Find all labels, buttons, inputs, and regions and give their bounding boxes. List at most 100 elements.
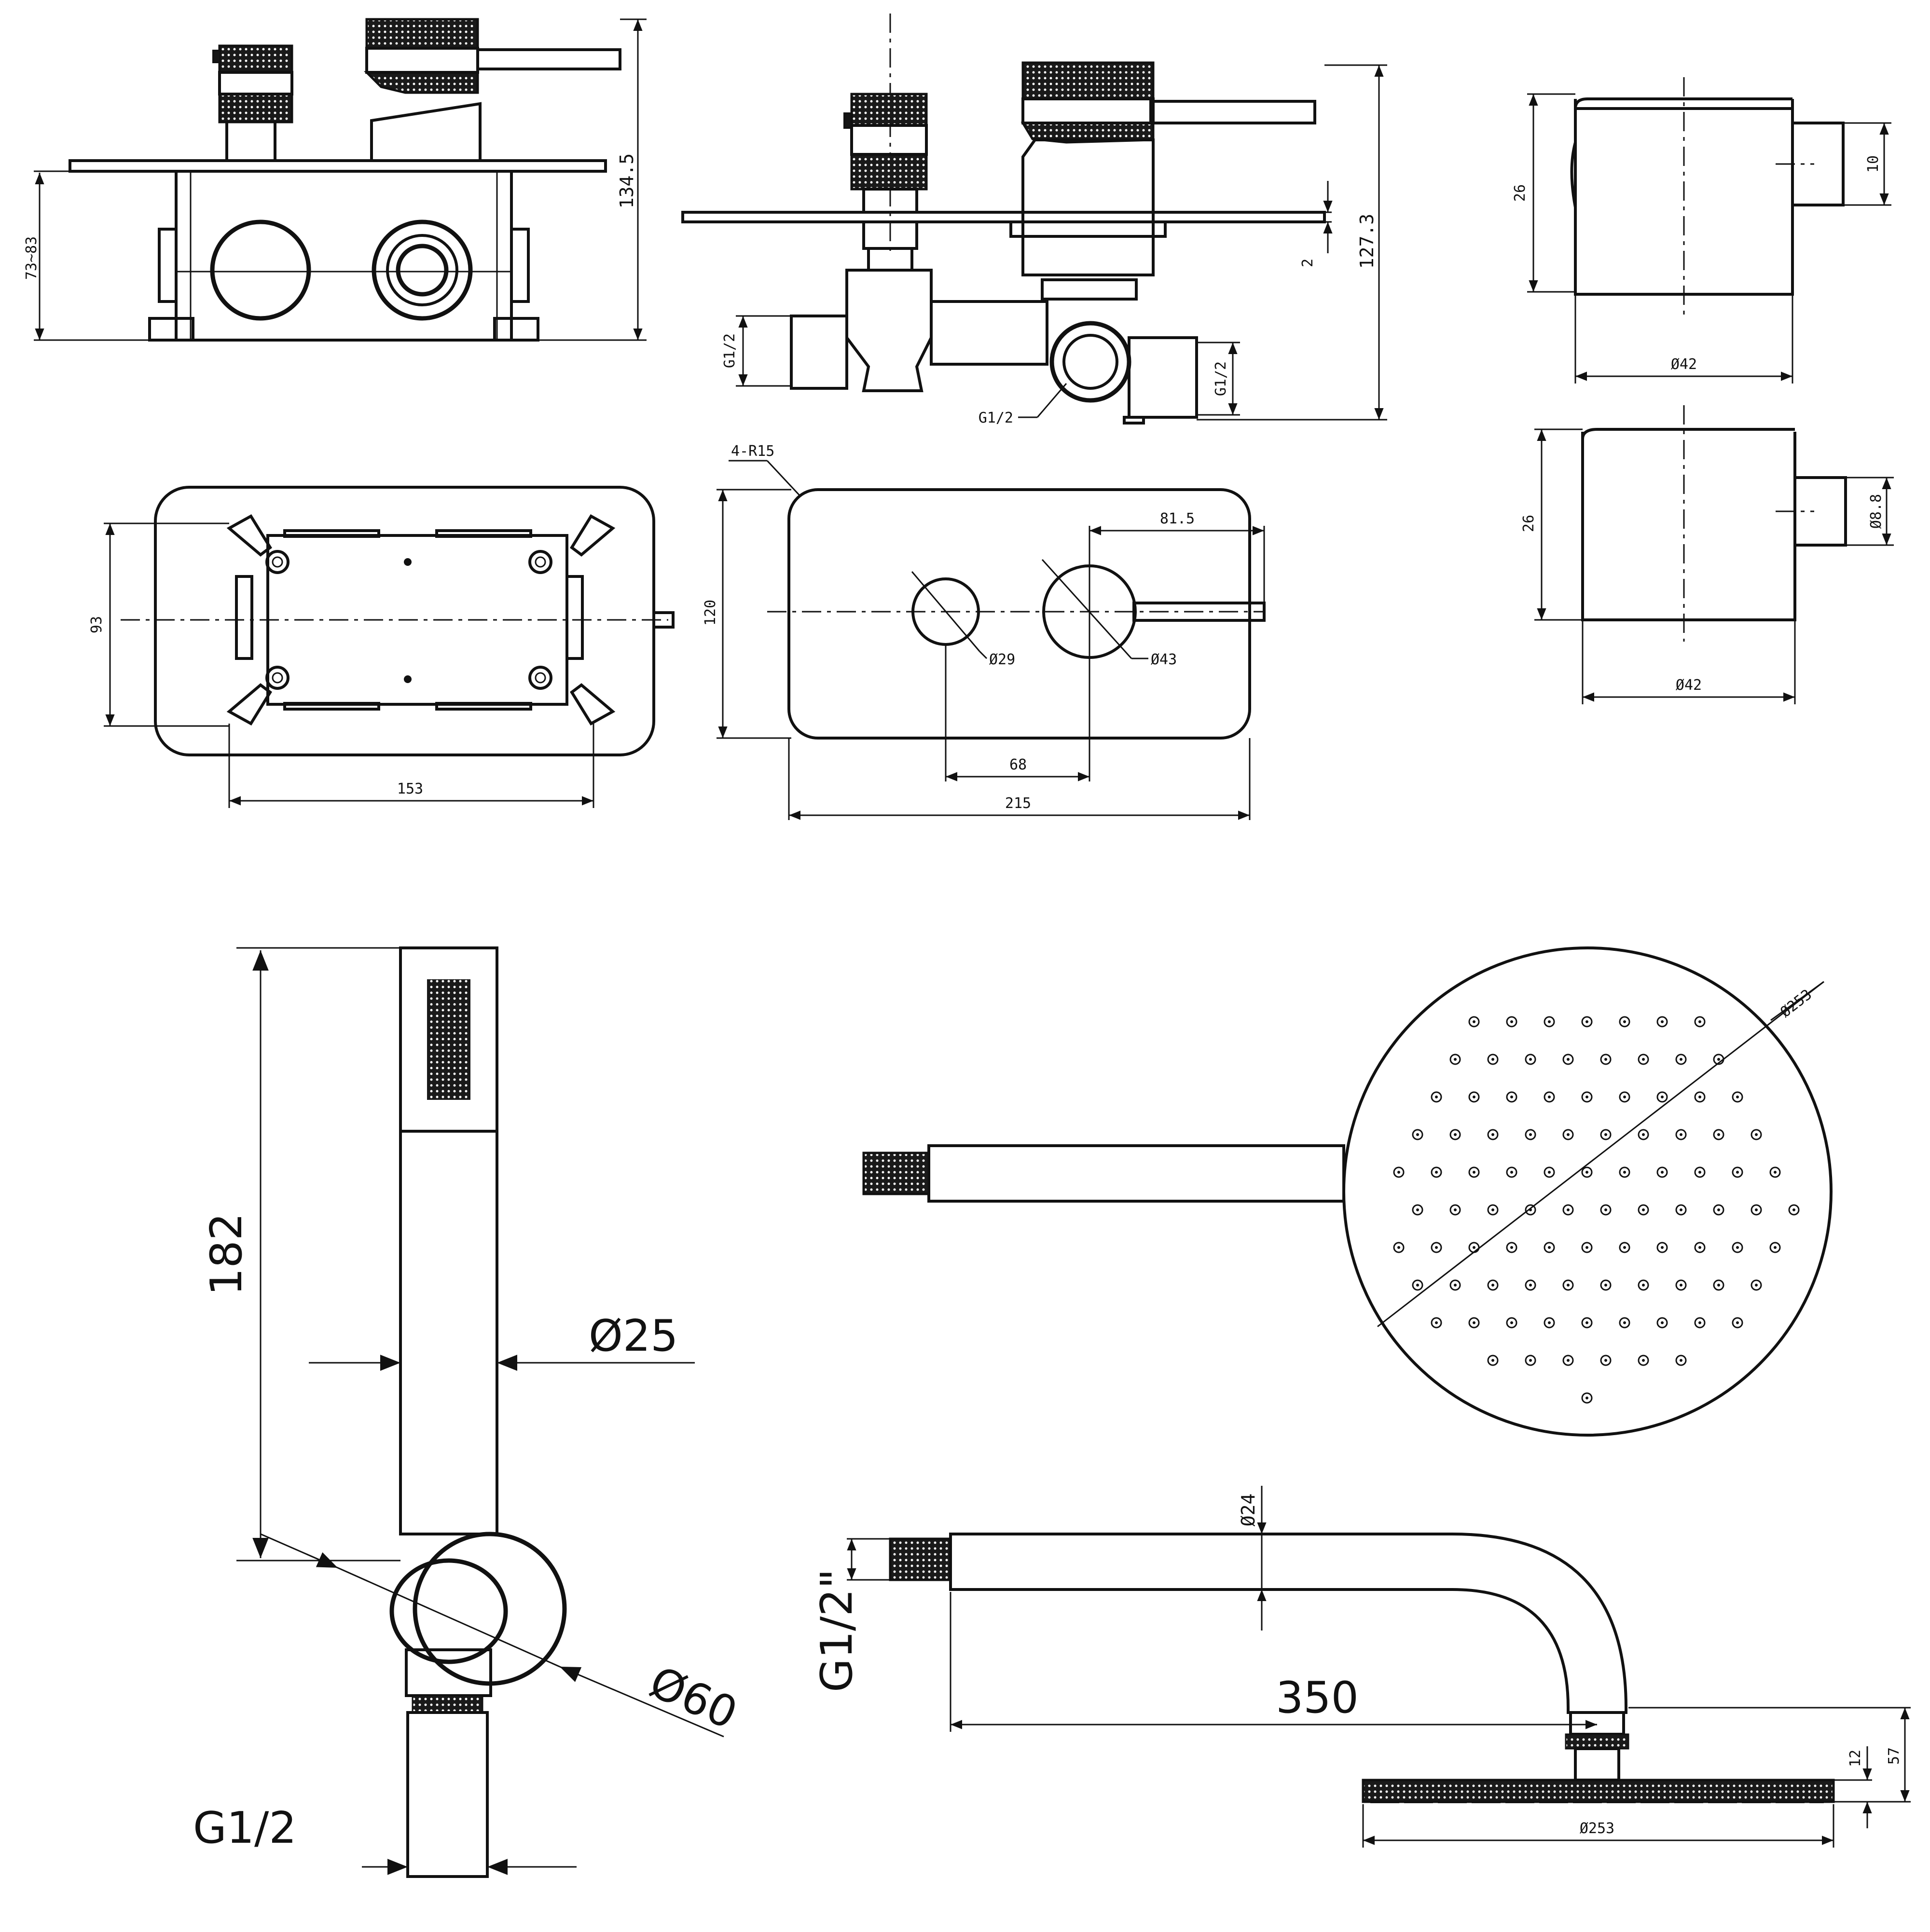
nozzle-center	[1416, 1133, 1419, 1136]
nozzle	[1694, 1091, 1706, 1103]
nozzle-center	[1585, 1397, 1588, 1399]
dim-knob-lower-height: 26	[1520, 515, 1537, 532]
nozzle-center	[1717, 1284, 1720, 1287]
nozzle-center	[1736, 1171, 1739, 1174]
dim-head-thickness: 12	[1847, 1750, 1864, 1767]
nozzle-center	[1680, 1058, 1682, 1061]
nozzle-center	[1604, 1284, 1607, 1287]
nozzle-center	[1548, 1246, 1551, 1249]
nozzle-center	[1567, 1133, 1570, 1136]
nozzle-center	[1397, 1246, 1400, 1249]
nozzle-center	[1623, 1171, 1626, 1174]
nozzle-center	[1604, 1359, 1607, 1362]
dim-plate-width: 215	[1005, 795, 1031, 812]
nozzle	[1600, 1355, 1612, 1366]
nozzle-center	[1698, 1020, 1701, 1023]
nozzle	[1694, 1016, 1706, 1028]
nozzle	[1694, 1166, 1706, 1178]
nozzle-center	[1585, 1321, 1588, 1324]
nozzle	[1506, 1016, 1517, 1028]
nozzle-center	[1642, 1359, 1645, 1362]
nozzle-center	[1623, 1096, 1626, 1098]
nozzle-center	[1548, 1321, 1551, 1324]
nozzle	[1619, 1242, 1630, 1253]
nozzle	[1487, 1204, 1499, 1216]
lever-handle	[476, 48, 621, 70]
nozzle	[1638, 1129, 1649, 1140]
nozzle-center	[1491, 1359, 1494, 1362]
nozzle-center	[1529, 1359, 1532, 1362]
side-plate	[681, 211, 1326, 223]
dim-knob-upper-stem: 10	[1865, 155, 1882, 173]
dim-overall-height: 134.5	[616, 153, 637, 208]
dim-head-drop: 57	[1886, 1747, 1902, 1765]
nozzle	[1581, 1166, 1593, 1178]
nozzle	[1525, 1355, 1536, 1366]
dim-tube-dia: Ø24	[1238, 1494, 1259, 1527]
shower-head-top-view: Ø253	[862, 946, 1833, 1437]
nozzle-center	[1473, 1020, 1475, 1023]
nozzle	[1431, 1091, 1442, 1103]
nozzle	[1506, 1317, 1517, 1329]
nozzle	[1656, 1016, 1668, 1028]
nozzle-center	[1717, 1133, 1720, 1136]
dim-outlet-dia: Ø60	[642, 1657, 744, 1739]
nozzle	[1468, 1016, 1480, 1028]
nozzle	[1544, 1016, 1555, 1028]
nozzle	[1619, 1166, 1630, 1178]
nozzle	[1581, 1091, 1593, 1103]
knob-detail-upper: 26 10 Ø42	[1512, 77, 1891, 384]
nozzle-center	[1529, 1058, 1532, 1061]
nozzle	[1732, 1166, 1743, 1178]
right-port	[372, 219, 473, 321]
valve-side-view: G1/2 G1/2 G1/2 2 127.3	[681, 14, 1387, 426]
dim-side-height: 127.3	[1356, 214, 1378, 269]
shower-nozzles	[1393, 1016, 1800, 1404]
nozzle-center	[1661, 1321, 1664, 1324]
nozzle	[1600, 1279, 1612, 1291]
dim-corner-radius: 4-R15	[731, 443, 774, 460]
small-knob-knurl-bottom	[218, 93, 293, 123]
nozzle	[1656, 1166, 1668, 1178]
nozzle	[1468, 1166, 1480, 1178]
dim-arm-thread: G1/2"	[812, 1569, 862, 1692]
nozzle-center	[1548, 1020, 1551, 1023]
box-plan-view: 93 153	[88, 486, 675, 808]
dim-knob-lower-dia: Ø42	[1676, 677, 1702, 694]
shower-arm-side-view: Ø24 G1/2" 350 12 57 Ø253	[812, 1486, 1911, 1848]
nozzle	[1751, 1279, 1762, 1291]
dim-handle-dia: Ø25	[589, 1311, 678, 1361]
nozzle-center	[1623, 1321, 1626, 1324]
nozzle	[1506, 1166, 1517, 1178]
nozzle-center	[1567, 1284, 1570, 1287]
nozzle	[1449, 1204, 1461, 1216]
nozzle-center	[1454, 1133, 1457, 1136]
nozzle-center	[1698, 1171, 1701, 1174]
nozzle	[1544, 1242, 1555, 1253]
nozzle-center	[1435, 1171, 1438, 1174]
nozzle-center	[1642, 1133, 1645, 1136]
nozzle	[1675, 1054, 1687, 1065]
nozzle-center	[1661, 1171, 1664, 1174]
dim-inlet-left: G1/2	[721, 333, 738, 368]
nozzle-center	[1548, 1096, 1551, 1098]
dim-small-knob: Ø29	[989, 651, 1015, 668]
nozzle-center	[1604, 1058, 1607, 1061]
nozzle	[1638, 1279, 1649, 1291]
nozzle	[1468, 1317, 1480, 1329]
nozzle	[1412, 1204, 1423, 1216]
nozzle	[1431, 1242, 1442, 1253]
nozzle-center	[1604, 1208, 1607, 1211]
dim-knob-spacing: 68	[1009, 756, 1027, 773]
nozzle-center	[1529, 1284, 1532, 1287]
nozzle	[1656, 1091, 1668, 1103]
plate-outline	[787, 488, 1251, 740]
outlet-elbow	[389, 1558, 508, 1664]
nozzle	[1732, 1091, 1743, 1103]
dim-knob-lower-stem: Ø8.8	[1868, 494, 1885, 529]
nozzle	[1713, 1129, 1724, 1140]
nozzle-center	[1491, 1133, 1494, 1136]
nozzle	[1581, 1016, 1593, 1028]
nozzle-center	[1792, 1208, 1795, 1211]
nozzle	[1487, 1129, 1499, 1140]
